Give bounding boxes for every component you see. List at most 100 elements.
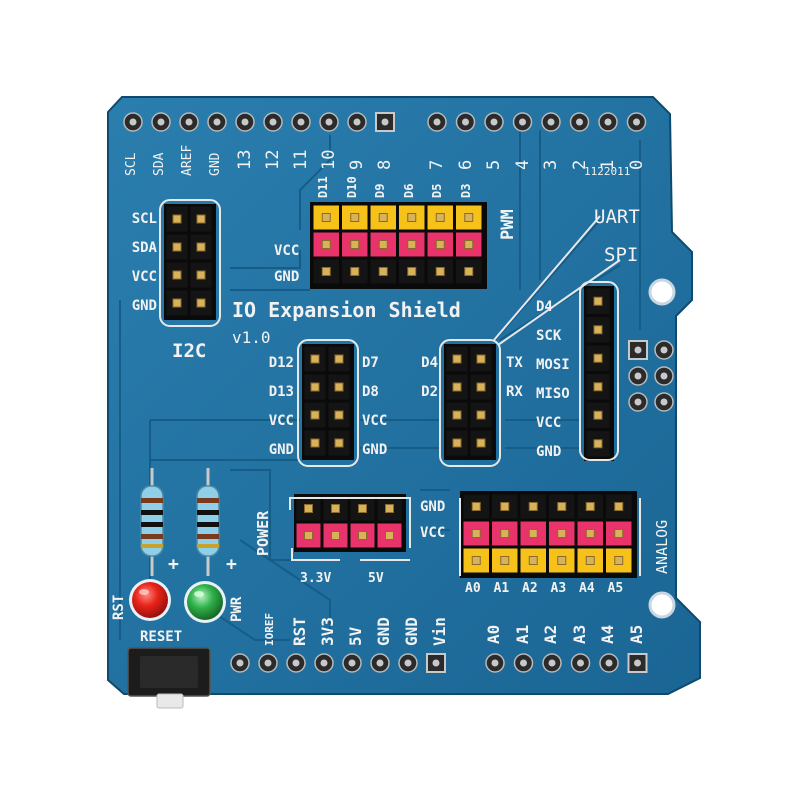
pin-tip xyxy=(500,556,510,565)
resistor-pwr xyxy=(196,468,220,576)
pin-tip xyxy=(435,213,445,222)
i2c-pin-label: SDA xyxy=(131,240,157,256)
rst-led-plus: + xyxy=(168,554,179,575)
pin-tip xyxy=(310,410,320,420)
solder-pad-center xyxy=(634,659,641,667)
bottom-analog-label: A4 xyxy=(598,624,617,644)
solder-pad-center xyxy=(185,118,193,126)
pin-tip xyxy=(452,354,462,364)
solder-pad-center xyxy=(576,118,583,126)
spi-pin xyxy=(585,344,611,372)
solder-pad-center xyxy=(129,118,137,126)
pin-tip xyxy=(321,240,331,249)
solder-pad-center xyxy=(320,659,328,667)
resistor-rst xyxy=(140,468,164,576)
bottom-power-label: GND xyxy=(374,617,393,646)
top-pin-label: 10 xyxy=(319,149,339,170)
bottom-power-label: Vin xyxy=(430,617,449,646)
pwm-header xyxy=(310,202,487,289)
pin-tip xyxy=(310,354,320,364)
bottom-analog-label: A0 xyxy=(484,624,503,644)
pin-tip xyxy=(172,298,182,308)
solder-pad-center xyxy=(236,659,244,667)
bottom-power-label: GND xyxy=(402,617,421,646)
pin-tip xyxy=(593,439,603,449)
pin-tip xyxy=(471,529,481,538)
analog-header xyxy=(460,491,637,578)
solder-pad-center xyxy=(432,659,440,667)
pwr-led-label: PWR xyxy=(229,596,245,622)
icsp-pad-center xyxy=(634,372,642,380)
pin-tip xyxy=(500,529,510,538)
solder-pad-center xyxy=(404,659,412,667)
solder-pad-center xyxy=(604,118,612,126)
pin-tip xyxy=(528,556,538,565)
icsp-pad-center xyxy=(660,346,668,354)
board-code: 1122011 xyxy=(584,165,631,178)
uart-digital-header xyxy=(444,344,496,460)
led-green xyxy=(184,581,226,623)
pin-tip xyxy=(476,438,486,448)
pin-tip xyxy=(358,531,367,540)
pwr-led-plus: + xyxy=(226,554,237,575)
pin-tip xyxy=(476,410,486,420)
board-title: IO Expansion Shield xyxy=(232,298,461,322)
pwm-pin-label: D9 xyxy=(373,183,387,198)
spi-pin-label: MISO xyxy=(536,386,570,402)
pin-tip xyxy=(331,531,340,540)
solder-pad-center xyxy=(213,118,221,126)
pin-tip xyxy=(557,502,567,511)
uart-right-label: TX xyxy=(506,355,523,371)
pin-tip xyxy=(407,240,417,249)
icsp-pad-center xyxy=(660,372,668,380)
bottom-analog-label: A3 xyxy=(569,624,589,644)
pin-tip xyxy=(593,410,603,420)
pin-tip xyxy=(378,267,388,276)
analog-pin-label: A1 xyxy=(493,581,510,596)
board-version: v1.0 xyxy=(232,328,271,347)
pin-tip xyxy=(196,270,206,280)
pin-tip xyxy=(358,504,367,513)
pin-tip xyxy=(334,438,344,448)
power-vcc-label: VCC xyxy=(420,525,446,541)
spi-pin-label: MOSI xyxy=(536,357,570,373)
mounting-holes xyxy=(648,278,676,619)
rst-led-label: RST xyxy=(111,594,127,620)
top-pin-label: SCL xyxy=(124,152,139,176)
pin-tip xyxy=(435,240,445,249)
dig-right-label: D7 xyxy=(362,355,379,371)
pin-tip xyxy=(614,502,624,511)
top-pin-label: GND xyxy=(208,152,223,176)
dig-left-label: GND xyxy=(268,442,294,458)
reset-label: RESET xyxy=(140,629,183,645)
pin-tip xyxy=(331,504,340,513)
top-pin-label: 5 xyxy=(484,159,504,170)
pin-tip xyxy=(476,354,486,364)
pin-tip xyxy=(321,267,331,276)
spi-pin-label: D4 xyxy=(536,299,553,315)
pin-tip xyxy=(196,298,206,308)
power-pin xyxy=(322,522,349,549)
solder-pad-center xyxy=(325,118,333,126)
solder-pad-center xyxy=(264,659,272,667)
solder-pad-center xyxy=(548,659,556,667)
top-pin-label: 9 xyxy=(347,159,367,170)
pin-tip xyxy=(334,382,344,392)
pwm-pin-label: D5 xyxy=(430,183,444,198)
pin-tip xyxy=(585,502,595,511)
pin-tip xyxy=(172,214,182,224)
pin-tip xyxy=(378,240,388,249)
power-label: POWER xyxy=(254,510,272,556)
solder-pad-center xyxy=(490,118,498,126)
solder-pad-center xyxy=(491,659,499,667)
solder-pad-center xyxy=(269,118,277,126)
pin-tip xyxy=(528,529,538,538)
pin-tip xyxy=(593,325,603,335)
pin-tip xyxy=(476,382,486,392)
pin-tip xyxy=(585,529,595,538)
power-header xyxy=(294,494,406,552)
uart-label: UART xyxy=(594,206,640,228)
pwm-pin-label: D10 xyxy=(344,176,359,198)
uart-left-label: D4 xyxy=(421,355,438,371)
